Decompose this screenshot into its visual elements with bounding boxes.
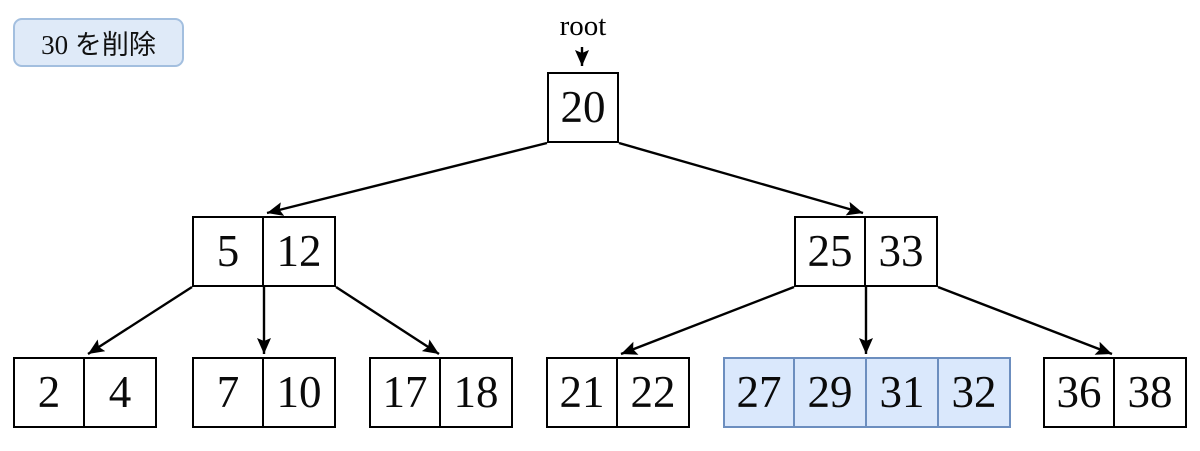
key-cell: 38 — [1115, 357, 1187, 428]
edge-root-to-25-33 — [618, 141, 864, 216]
key-cell: 31 — [867, 357, 939, 428]
btree-node-root: 20 — [547, 72, 619, 143]
btree-node-internal-left: 5 12 — [192, 216, 336, 287]
edge-5-12-to-2-4 — [87, 285, 193, 356]
key-cell: 2 — [13, 357, 85, 428]
key-cell: 7 — [192, 357, 264, 428]
edge-root-to-5-12 — [266, 141, 548, 216]
key-cell: 20 — [547, 72, 619, 143]
key-cell: 32 — [939, 357, 1011, 428]
key-cell: 33 — [866, 216, 938, 287]
root-pointer-label: root — [559, 10, 607, 42]
edge-25-33-to-21-22 — [620, 285, 795, 356]
btree-node-leaf-36-38: 36 38 — [1043, 357, 1187, 428]
edge-5-12-to-17-18 — [335, 285, 440, 356]
edge-25-33-to-36-38 — [937, 285, 1113, 356]
btree-node-leaf-21-22: 21 22 — [546, 357, 690, 428]
btree-node-leaf-17-18: 17 18 — [369, 357, 513, 428]
key-cell: 4 — [85, 357, 157, 428]
operation-callout-text: 30 を削除 — [41, 30, 156, 60]
key-cell: 12 — [264, 216, 336, 287]
key-cell: 22 — [618, 357, 690, 428]
btree-node-leaf-2-4: 2 4 — [13, 357, 157, 428]
operation-callout: 30 を削除 — [13, 18, 184, 67]
key-cell: 29 — [795, 357, 867, 428]
btree-node-internal-right: 25 33 — [794, 216, 938, 287]
key-cell: 36 — [1043, 357, 1115, 428]
btree-node-leaf-7-10: 7 10 — [192, 357, 336, 428]
btree-node-leaf-27-29-31-32: 27 29 31 32 — [723, 357, 1011, 428]
key-cell: 18 — [441, 357, 513, 428]
key-cell: 27 — [723, 357, 795, 428]
key-cell: 21 — [546, 357, 618, 428]
key-cell: 25 — [794, 216, 866, 287]
key-cell: 5 — [192, 216, 264, 287]
key-cell: 10 — [264, 357, 336, 428]
key-cell: 17 — [369, 357, 441, 428]
